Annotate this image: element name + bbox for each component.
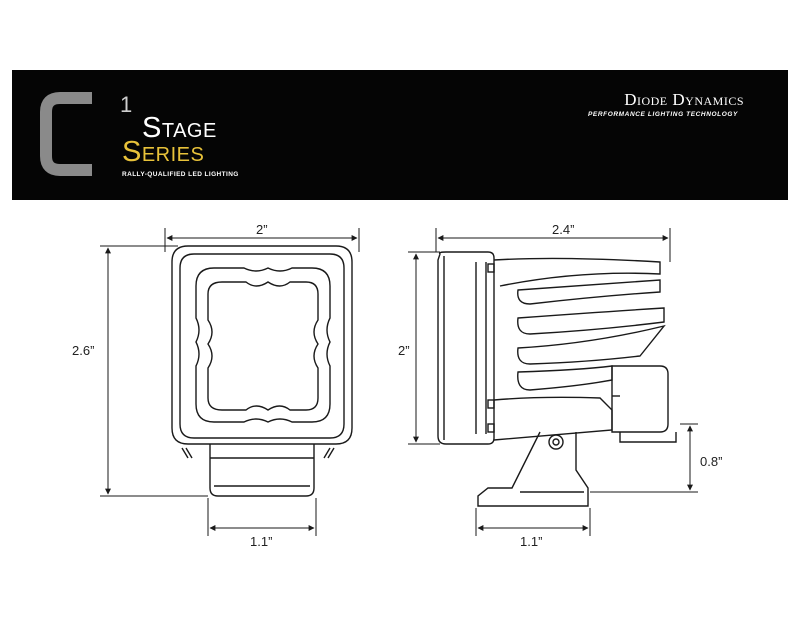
logo-superscript: 1 — [120, 92, 133, 117]
logo-stage-text: Stage — [142, 112, 217, 144]
side-fin-4 — [517, 324, 666, 365]
side-view — [437, 251, 677, 507]
front-lens-outer — [195, 267, 331, 423]
front-housing-outline — [171, 245, 353, 445]
front-bracket — [209, 444, 315, 497]
side-fin-2 — [517, 279, 661, 305]
front-dimensions — [100, 228, 360, 536]
side-fin-3 — [517, 307, 665, 335]
c1-logo-mark — [40, 92, 92, 176]
side-bracket-height-label: 0.8” — [700, 454, 722, 469]
front-housing-inner-outline — [179, 253, 345, 439]
side-mount-bolt — [548, 434, 564, 450]
side-fin-1 — [493, 257, 661, 287]
logo-tagline: RALLY-QUALIFIED LED LIGHTING — [122, 171, 239, 178]
front-view — [171, 245, 353, 497]
brand-name: Diode Dynamics — [624, 90, 744, 109]
logo-series-text: Series — [122, 136, 205, 168]
side-depth-label: 2.4” — [552, 222, 574, 237]
side-mount-bracket — [477, 431, 589, 507]
side-height-label: 2” — [398, 343, 410, 358]
side-connector — [611, 365, 669, 433]
side-face-plate — [437, 251, 495, 445]
side-bracket-width-label: 1.1” — [520, 534, 542, 549]
c-letter-shape — [40, 92, 92, 176]
front-width-label: 2” — [256, 222, 268, 237]
front-height-label: 2.6” — [72, 343, 94, 358]
brand-tagline: PERFORMANCE LIGHTING TECHNOLOGY — [587, 111, 738, 118]
header-banner: 1 Stage Series RALLY-QUALIFIED LED LIGHT… — [12, 70, 788, 200]
front-lens-inner — [207, 281, 319, 411]
side-fin-5 — [517, 365, 613, 391]
front-bracket-label: 1.1” — [250, 534, 272, 549]
side-dimensions — [408, 228, 698, 536]
